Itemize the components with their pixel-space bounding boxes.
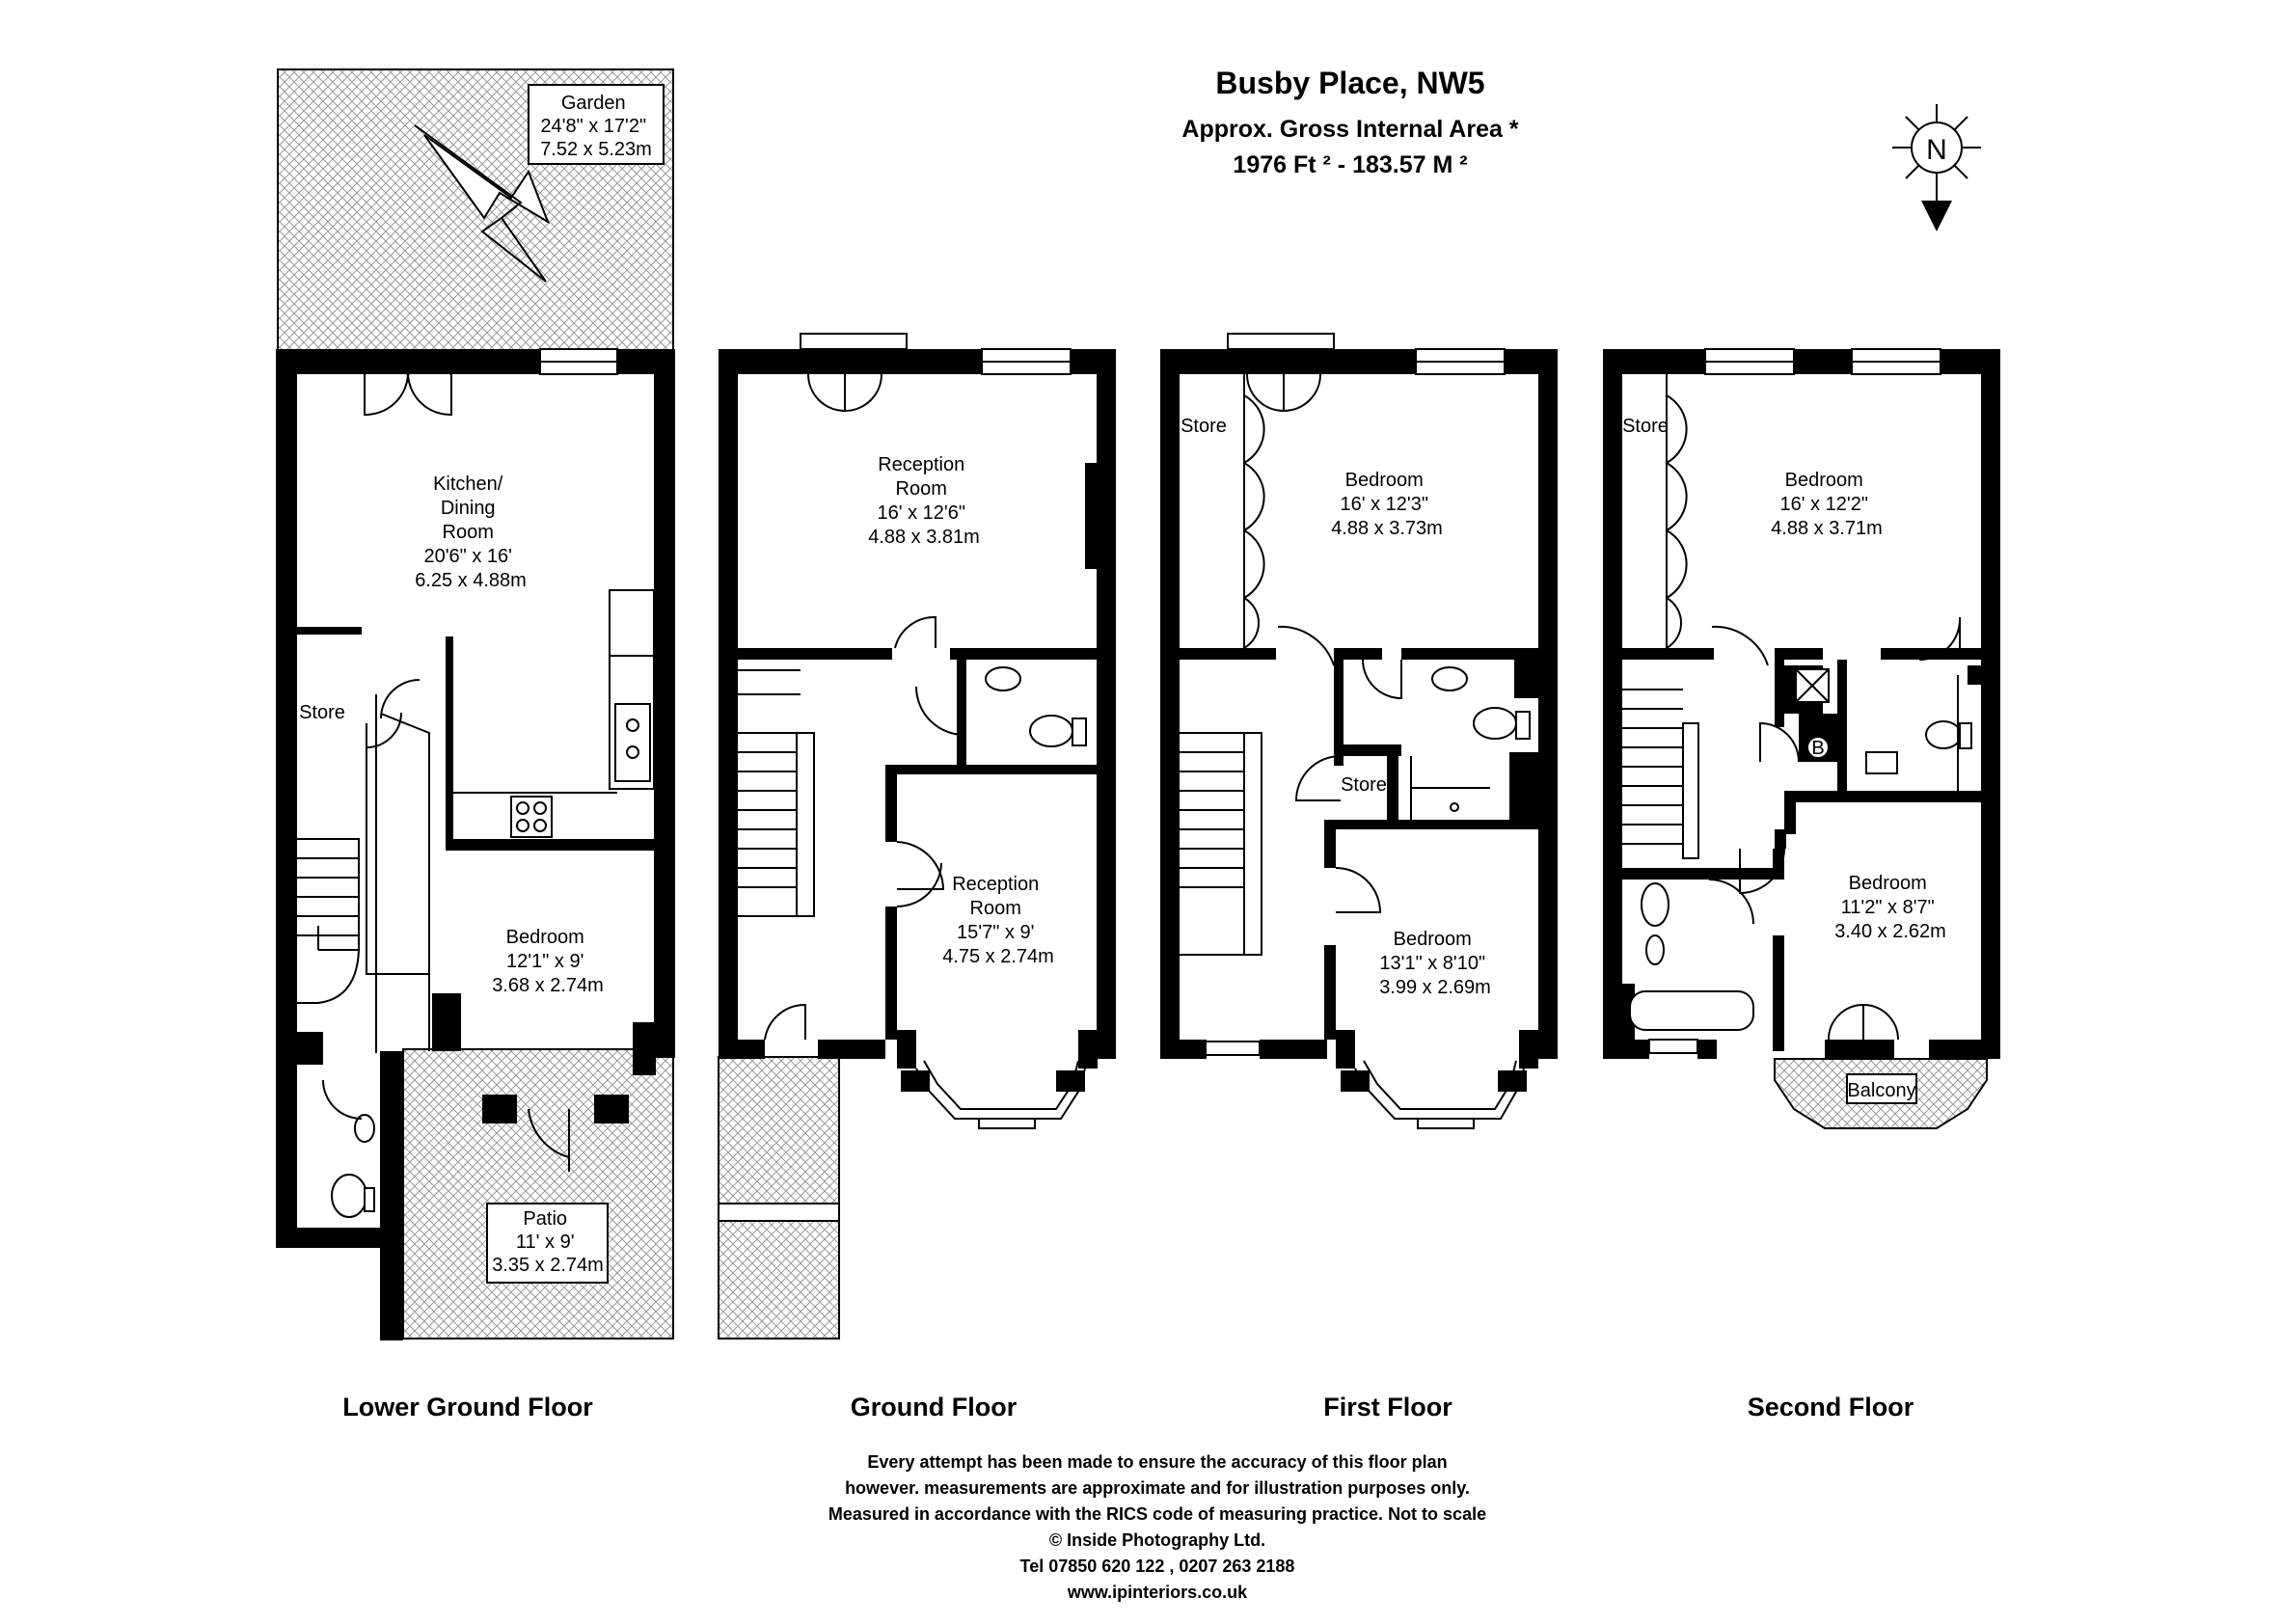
garden-area — [277, 68, 674, 352]
room-label-reception-rear: Reception Room 16' x 12'6" 4.88 x 3.81m — [868, 454, 980, 548]
disclaimer-line: however. measurements are approximate an… — [845, 1478, 1470, 1498]
second-labels: Store Bedroom 16' x 12'2" 4.88 x 3.71m B… — [1622, 416, 1946, 1101]
room-label-kitchen-dining: Kitchen/ Dining Room 20'6" x 16' 6.25 x … — [415, 474, 527, 591]
boiler-label: B — [1811, 738, 1824, 759]
room-label-store-3: Store — [1622, 416, 1669, 437]
copyright-line: © Inside Photography Ltd. — [1049, 1530, 1265, 1550]
room-label-bedroom-rear: Bedroom 16' x 12'3" 4.88 x 3.73m — [1331, 470, 1443, 539]
disclaimer-line: Every attempt has been made to ensure th… — [867, 1452, 1447, 1472]
room-label-reception-front: Reception Room 15'7" x 9' 4.75 x 2.74m — [942, 874, 1054, 967]
room-label-store-2: Store — [1341, 774, 1387, 796]
area-label: Approx. Gross Internal Area * — [1181, 116, 1518, 143]
disclaimer-block: Every attempt has been made to ensure th… — [828, 1452, 1486, 1602]
room-label-balcony: Balcony — [1847, 1080, 1915, 1101]
room-label-garden: Garden 24'8" x 17'2" 7.52 x 5.23m — [540, 93, 652, 160]
floor-title-lower-ground: Lower Ground Floor — [342, 1393, 593, 1421]
room-label-store-1: Store — [1181, 416, 1227, 437]
lower-ground-fixtures — [294, 348, 655, 1218]
plan-title: Busby Place, NW5 — [1215, 66, 1484, 100]
floor-ground: Reception Room 16' x 12'6" 4.88 x 3.81m … — [718, 333, 1116, 1421]
compass-rose-icon — [1892, 104, 1981, 203]
room-label-store: Store — [299, 702, 345, 723]
plan-header: Busby Place, NW5 Approx. Gross Internal … — [1181, 66, 1518, 178]
floor-first: Store Bedroom 16' x 12'3" 4.88 x 3.73m S… — [1160, 333, 1558, 1421]
room-label-patio: Patio 11' x 9' 3.35 x 2.74m — [492, 1208, 604, 1276]
room-label-bedroom-front-2: Bedroom 11'2" x 8'7" 3.40 x 2.62m — [1834, 873, 1946, 942]
room-label-bedroom: Bedroom 12'1" x 9' 3.68 x 2.74m — [492, 927, 604, 996]
south-arrow-icon — [1921, 201, 1952, 231]
floor-title-first: First Floor — [1323, 1393, 1452, 1421]
balcony-area — [1774, 1058, 1988, 1129]
front-path-area — [718, 1056, 840, 1340]
patio-area — [402, 1048, 674, 1340]
north-letter: N — [1926, 134, 1947, 166]
first-fixtures — [1180, 333, 1531, 1129]
floor-title-second: Second Floor — [1748, 1393, 1914, 1421]
second-fixtures — [1622, 348, 1972, 1054]
first-labels: Store Bedroom 16' x 12'3" 4.88 x 3.73m S… — [1181, 416, 1491, 998]
website-line: www.ipinteriors.co.uk — [1067, 1583, 1248, 1602]
phone-line: Tel 07850 620 122 , 0207 263 2188 — [1020, 1556, 1295, 1576]
floor-lower-ground: Garden 24'8" x 17'2" 7.52 x 5.23m Kitche… — [276, 68, 675, 1421]
room-label-bedroom-rear-2: Bedroom 16' x 12'2" 4.88 x 3.71m — [1771, 470, 1883, 539]
room-label-bedroom-front: Bedroom 13'1" x 8'10" 3.99 x 2.69m — [1379, 929, 1491, 998]
floor-second: Store Bedroom 16' x 12'2" 4.88 x 3.71m B… — [1603, 348, 2000, 1421]
ground-fixtures — [738, 333, 1087, 1129]
area-value: 1976 Ft ² - 183.57 M ² — [1233, 151, 1467, 178]
lower-ground-labels: Garden 24'8" x 17'2" 7.52 x 5.23m Kitche… — [299, 93, 652, 1276]
first-walls — [1160, 349, 1558, 1092]
north-compass: N — [1892, 104, 1981, 231]
disclaimer-line: Measured in accordance with the RICS cod… — [828, 1504, 1486, 1524]
ground-labels: Reception Room 16' x 12'6" 4.88 x 3.81m … — [868, 454, 1054, 967]
floor-title-ground: Ground Floor — [851, 1393, 1018, 1421]
